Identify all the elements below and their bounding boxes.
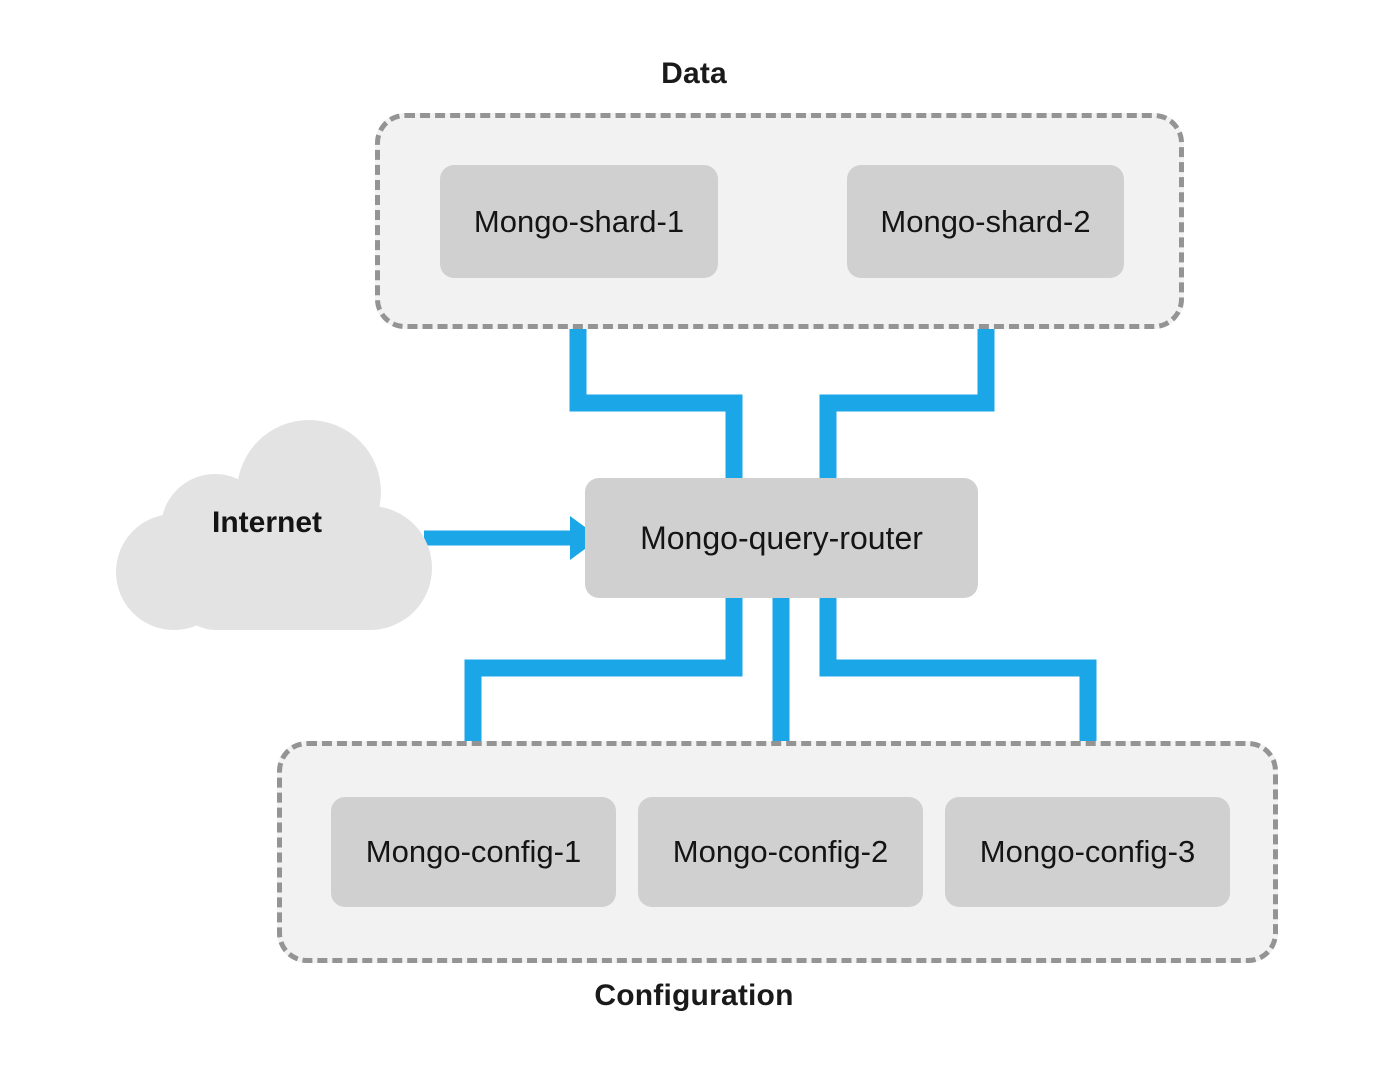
node-mongo-config-1[interactable]: Mongo-config-1	[331, 797, 616, 907]
cloud-icon	[116, 420, 432, 630]
internet-cloud[interactable]: Internet	[112, 420, 462, 630]
node-label: Mongo-shard-2	[880, 203, 1091, 239]
node-label: Mongo-config-2	[672, 834, 889, 869]
node-mongo-config-2[interactable]: Mongo-config-2	[638, 797, 923, 907]
group-label-configuration: Configuration	[594, 979, 794, 1012]
cloud-label: Internet	[211, 506, 322, 539]
node-label: Mongo-config-3	[979, 834, 1196, 869]
node-mongo-query-router[interactable]: Mongo-query-router	[585, 478, 978, 598]
node-label: Mongo-query-router	[640, 519, 923, 556]
node-mongo-config-3[interactable]: Mongo-config-3	[945, 797, 1230, 907]
node-label: Mongo-config-1	[365, 834, 582, 869]
node-mongo-shard-1[interactable]: Mongo-shard-1	[440, 165, 718, 278]
node-mongo-shard-2[interactable]: Mongo-shard-2	[847, 165, 1124, 278]
group-label-data: Data	[661, 57, 727, 90]
node-label: Mongo-shard-1	[473, 203, 685, 239]
